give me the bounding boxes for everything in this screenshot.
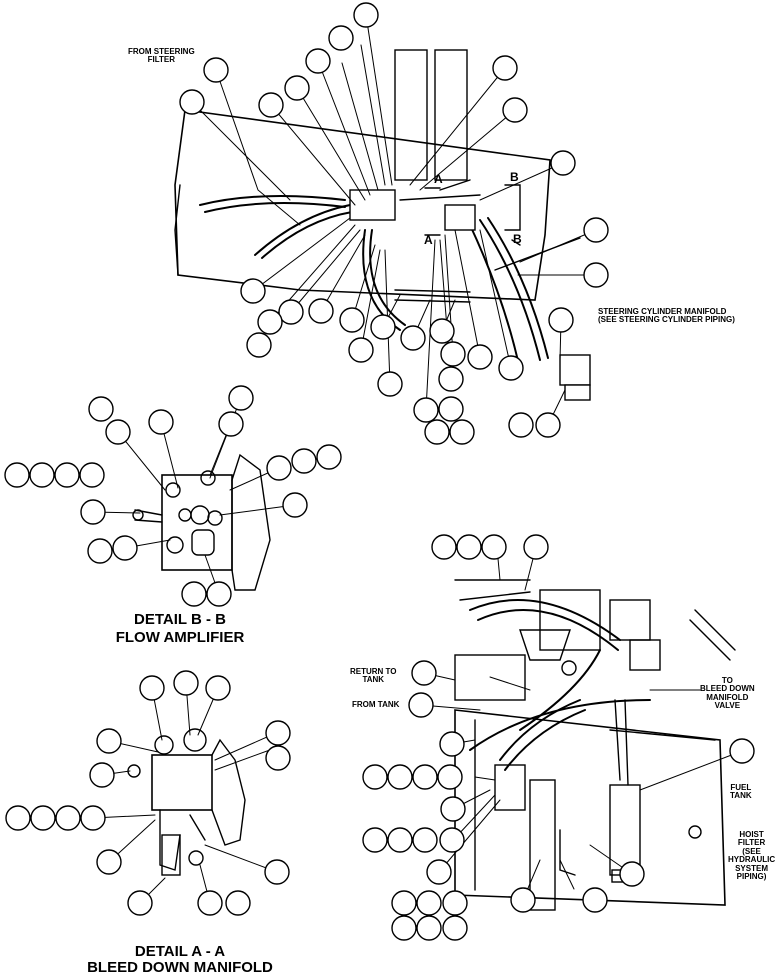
detail-b-flow-amplifier: [132, 453, 271, 591]
section-b-bottom-marker: B: [513, 232, 522, 246]
to-bleed-down-manifold-valve-label: TO BLEED DOWN MANIFOLD VALVE: [700, 676, 755, 711]
fuel-tank-label: FUEL TANK: [730, 783, 752, 801]
from-steering-filter-label: FROM STEERING FILTER: [128, 47, 195, 65]
from-tank-label: FROM TANK: [352, 700, 400, 709]
callout-balloons: [4, 2, 755, 941]
section-a-bottom-marker: A: [424, 233, 433, 247]
detail-b-subtitle: FLOW AMPLIFIER: [115, 629, 245, 646]
top-assembly: [174, 49, 591, 401]
section-b-top-marker: B: [510, 170, 519, 184]
steering-cylinder-manifold-label: STEERING CYLINDER MANIFOLD (SEE STEERING…: [598, 307, 735, 325]
detail-a-title: DETAIL A - A: [134, 943, 226, 960]
detail-a-subtitle: BLEED DOWN MANIFOLD: [87, 959, 273, 974]
detail-a-bleed-down-manifold: [127, 728, 246, 876]
detail-b-title: DETAIL B - B: [134, 611, 226, 628]
return-to-tank-label: RETURN TO TANK: [350, 667, 397, 685]
section-a-top-marker: A: [434, 172, 443, 186]
hoist-filter-label: HOIST FILTER (SEE HYDRAULIC SYSTEM PIPIN…: [728, 830, 776, 881]
hoist-assembly: [454, 579, 736, 911]
